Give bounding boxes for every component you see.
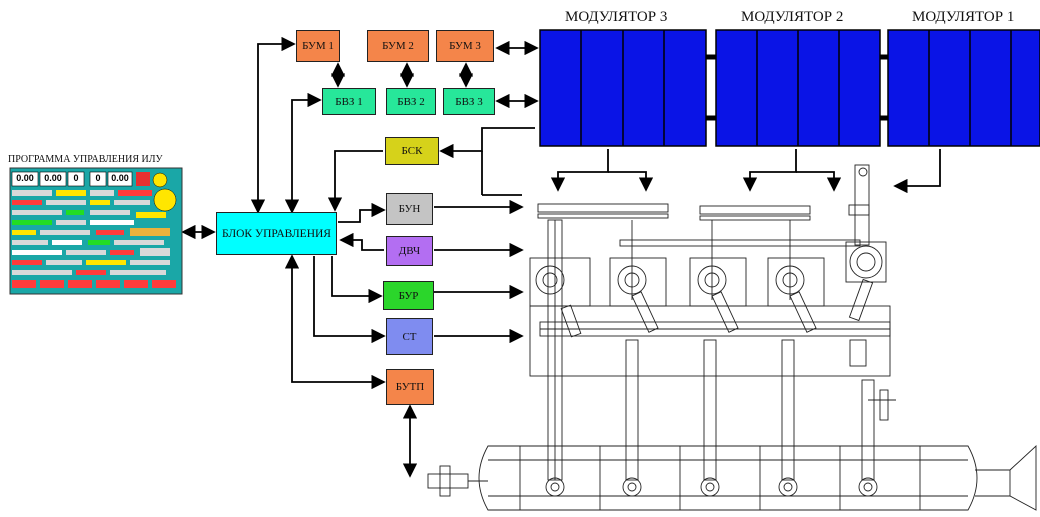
- bvz-3-block[interactable]: БВЗ 3: [443, 88, 495, 115]
- bvz-2-block[interactable]: БВЗ 2: [386, 88, 436, 115]
- modulator-2-label: МОДУЛЯТОР 2: [741, 9, 843, 26]
- program-title: ПРОГРАММА УПРАВЛЕНИЯ ИЛУ: [8, 154, 163, 165]
- accelerator-drawing: [428, 165, 1036, 510]
- bvz-1-block[interactable]: БВЗ 1: [322, 88, 376, 115]
- program-readout-3: 0: [68, 173, 84, 183]
- bun-block[interactable]: БУН: [386, 193, 433, 225]
- program-readout-2: 0.00: [40, 173, 66, 183]
- bum-3-block[interactable]: БУМ 3: [436, 30, 494, 62]
- dvch-block[interactable]: ДВЧ: [386, 236, 433, 266]
- bum-1-block[interactable]: БУМ 1: [296, 30, 340, 62]
- program-readout-1: 0.00: [12, 173, 38, 183]
- modulator-3-panel: [540, 30, 706, 146]
- control-unit-block[interactable]: БЛОК УПРАВЛЕНИЯ: [216, 212, 337, 255]
- butp-block[interactable]: БУТП: [386, 369, 434, 405]
- st-block[interactable]: СТ: [386, 318, 433, 355]
- modulator-2-panel: [716, 30, 880, 146]
- modulator-1-label: МОДУЛЯТОР 1: [912, 9, 1014, 26]
- bur-block[interactable]: БУР: [383, 281, 434, 310]
- bsk-block[interactable]: БСК: [385, 137, 439, 165]
- program-screen: [10, 168, 182, 294]
- program-readout-5: 0.00: [108, 173, 132, 183]
- modulator-1-panel: [888, 30, 1040, 146]
- program-readout-4: 0: [90, 173, 106, 183]
- bum-2-block[interactable]: БУМ 2: [367, 30, 429, 62]
- modulator-3-label: МОДУЛЯТОР 3: [565, 9, 667, 26]
